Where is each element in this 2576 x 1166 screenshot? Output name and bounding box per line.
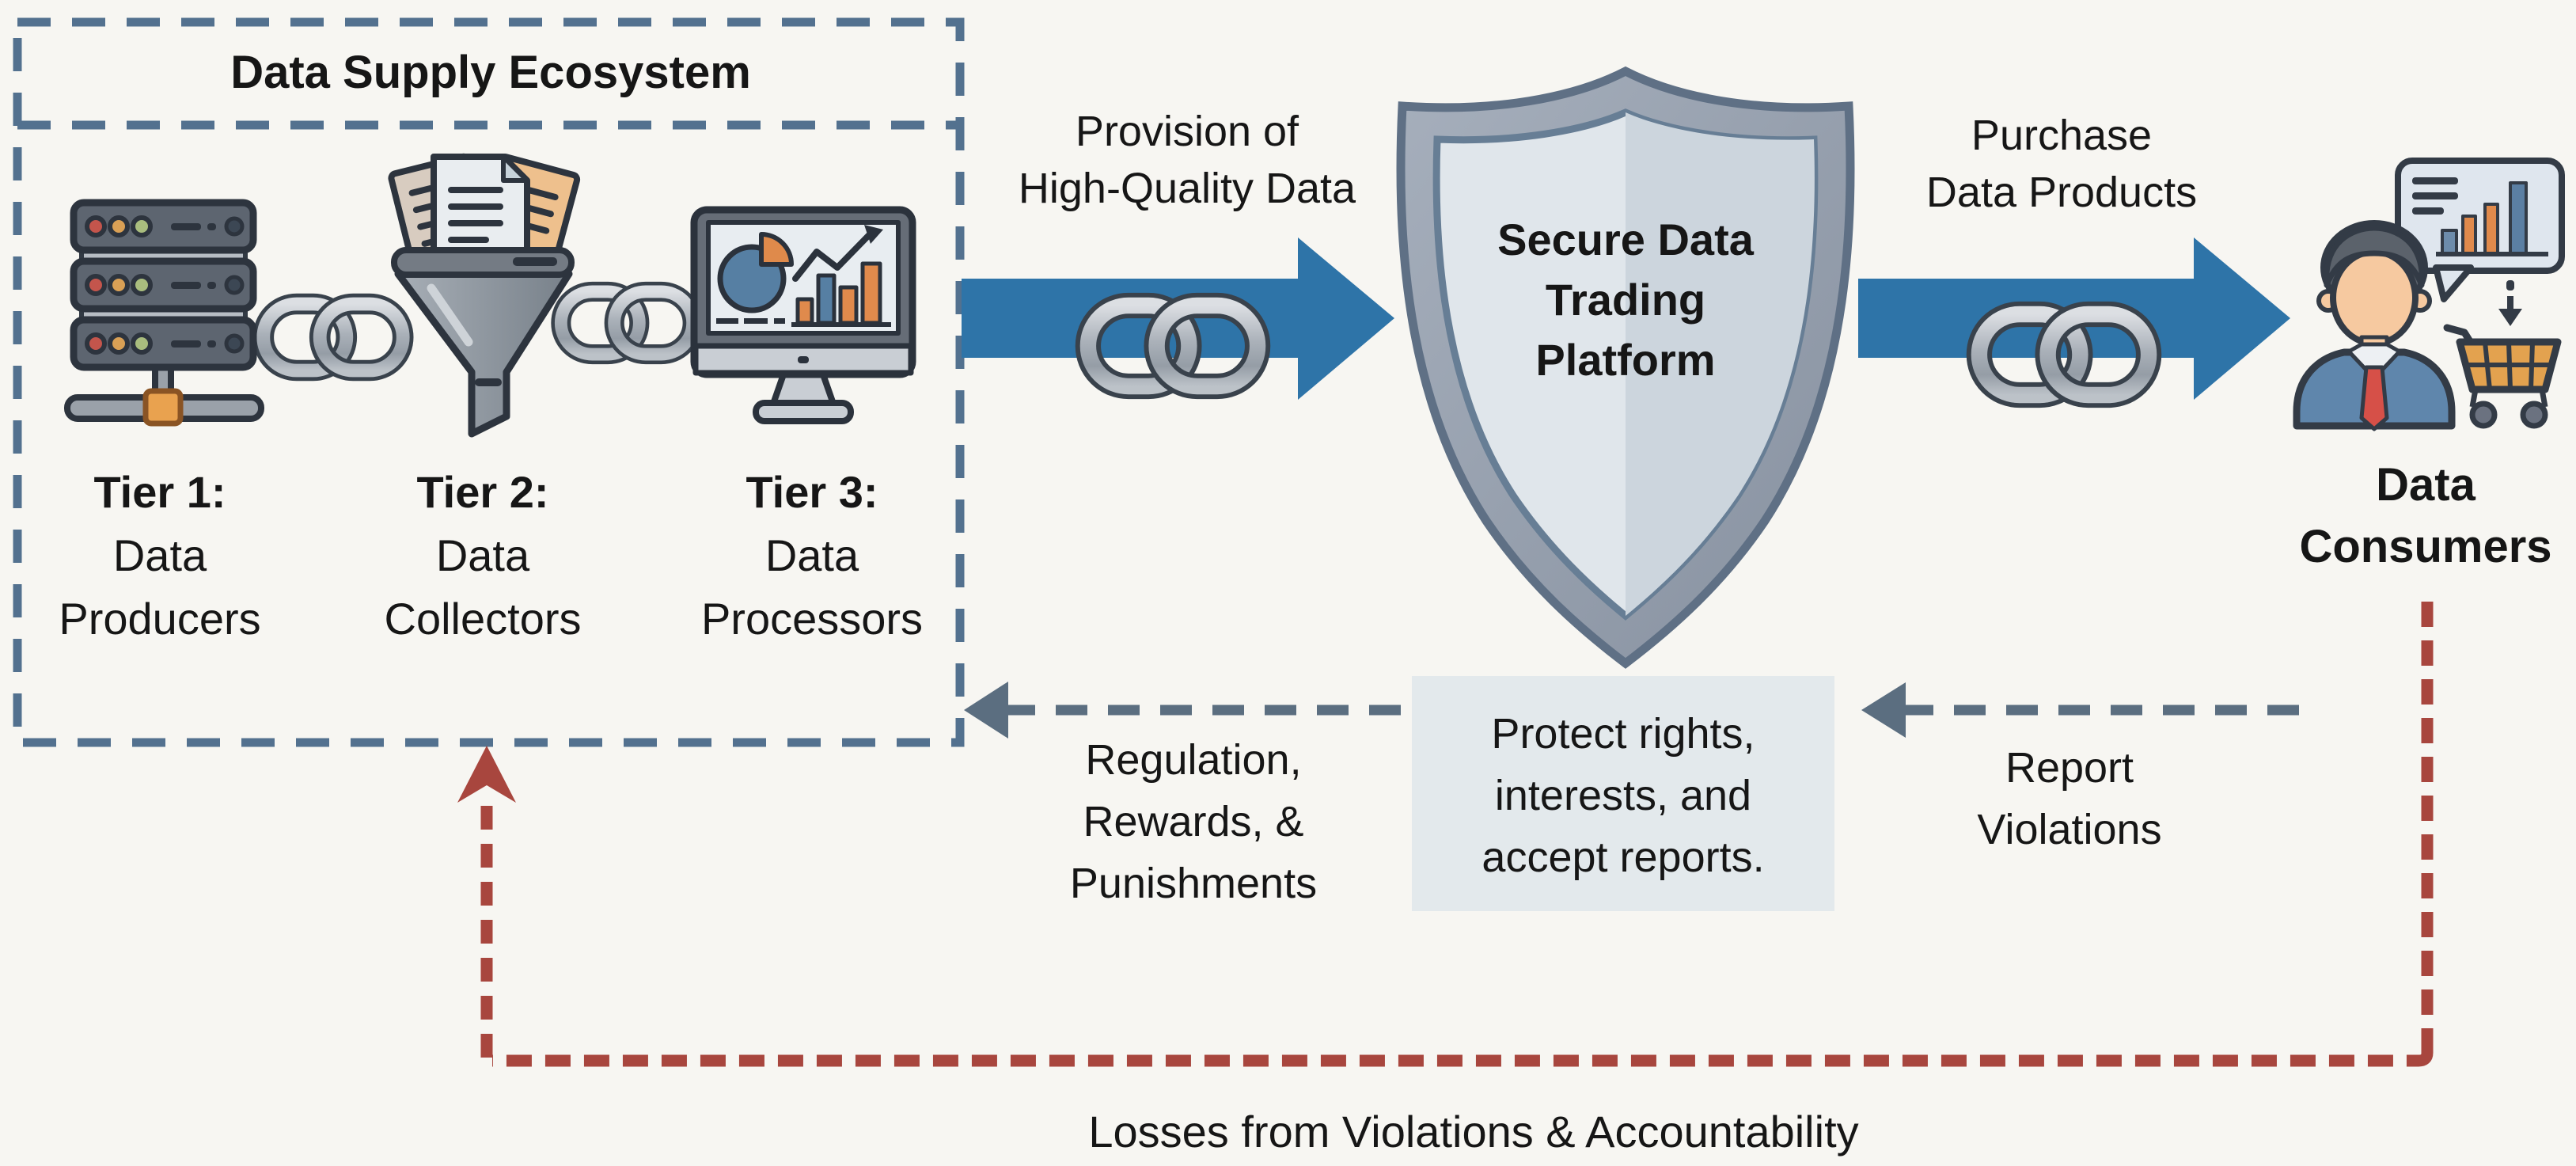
regulation-arrow	[964, 682, 1401, 739]
tier1-label: Tier 1: Data Producers	[59, 461, 260, 651]
tier1-title: Tier 1:	[93, 467, 226, 517]
consumers-line2: Consumers	[2299, 521, 2552, 572]
tier3-line2: Processors	[700, 594, 924, 644]
provision-line2: High-Quality Data	[1018, 165, 1356, 212]
regulation-line1: Regulation,	[1085, 736, 1302, 784]
tie	[2359, 365, 2389, 431]
losses-label: Losses from Violations & Accountability	[1088, 1108, 1858, 1156]
funnel-documents-icon	[388, 153, 581, 438]
platform-line1: Secure Data	[1497, 215, 1754, 264]
report-label: Report Violations	[1977, 737, 2161, 860]
report-arrow	[1861, 682, 2299, 738]
screen-bar-chart	[791, 225, 891, 327]
screen-legend	[716, 318, 785, 324]
regulation-label: Regulation, Rewards, & Punishments	[1070, 729, 1317, 914]
protect-line1: Protect rights,	[1491, 710, 1755, 758]
monitor-analytics-icon	[690, 206, 916, 424]
report-line2: Violations	[1977, 806, 2162, 853]
purchase-label: Purchase Data Products	[1926, 107, 2197, 221]
regulation-line2: Rewards, &	[1083, 798, 1304, 845]
document-center	[431, 154, 530, 261]
accountability-loop-arrow	[457, 602, 2434, 1067]
purchase-line2: Data Products	[1925, 169, 2198, 216]
protect-box	[1412, 676, 1834, 911]
tier2-title: Tier 2:	[416, 467, 549, 517]
purchase-line1: Purchase	[1971, 112, 2153, 159]
server-stack-icon	[64, 199, 264, 427]
tier2-line1: Data	[435, 530, 530, 580]
server-leds	[85, 215, 245, 355]
person-icon	[2293, 220, 2456, 431]
supply-box-title: Data Supply Ecosystem	[230, 49, 751, 97]
regulation-line3: Punishments	[1069, 860, 1318, 907]
platform-line3: Platform	[1535, 335, 1716, 385]
title-text: Data Supply Ecosystem	[230, 47, 751, 98]
speech-bubble-icon	[2395, 158, 2565, 302]
consumers-label: Data Consumers	[2299, 454, 2551, 578]
network-connector	[142, 388, 184, 427]
tier1-line2: Producers	[59, 594, 261, 644]
screen-pie-chart	[717, 232, 794, 313]
supply-box-border	[13, 17, 965, 747]
provision-line1: Provision of	[1075, 108, 1299, 155]
consumers-line1: Data	[2376, 459, 2475, 511]
tier2-label: Tier 2: Data Collectors	[385, 461, 582, 651]
chain-links-icon-1	[264, 304, 403, 370]
provision-label: Provision of High-Quality Data	[1019, 103, 1356, 217]
down-arrow-icon	[2498, 280, 2522, 326]
cart-icon	[2443, 324, 2562, 429]
platform-label: Secure Data Trading Platform	[1497, 210, 1754, 390]
tier3-line1: Data	[764, 530, 859, 580]
chain-links-icon-2	[561, 291, 692, 354]
report-line1: Report	[2005, 744, 2134, 792]
tier2-line2: Collectors	[384, 594, 582, 644]
tier3-label: Tier 3: Data Processors	[701, 461, 923, 651]
platform-line2: Trading	[1545, 275, 1706, 325]
tier3-title: Tier 3:	[745, 467, 878, 517]
tier1-line1: Data	[112, 530, 207, 580]
protect-box-label: Protect rights, interests, and accept re…	[1481, 703, 1764, 888]
protect-line2: interests, and	[1494, 772, 1752, 819]
losses-text: Losses from Violations & Accountability	[1088, 1107, 1859, 1157]
person-cart-chart-icon	[2293, 158, 2565, 431]
protect-line3: accept reports.	[1481, 834, 1765, 881]
